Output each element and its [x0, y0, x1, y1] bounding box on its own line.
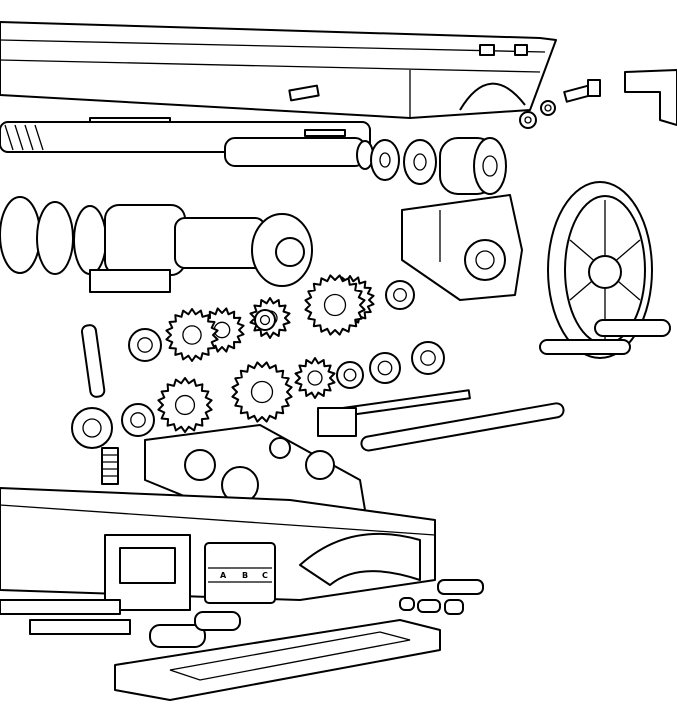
- gear-bore: [307, 370, 323, 386]
- collar: [336, 361, 364, 389]
- collar: [128, 328, 162, 362]
- gear: [157, 377, 213, 433]
- collar-bore: [259, 314, 271, 326]
- bracket-block: [401, 194, 523, 301]
- collar: [121, 403, 155, 437]
- collar-bore: [377, 360, 393, 376]
- handwheel: [539, 181, 671, 359]
- machine-table: [0, 21, 557, 125]
- collar-bore: [343, 368, 357, 382]
- collar-bore: [137, 337, 153, 353]
- gear-bore: [182, 325, 202, 345]
- gear-bore: [174, 394, 196, 416]
- collar-bore: [82, 418, 102, 438]
- shafts: [80, 324, 565, 485]
- instruction-plate: A B C: [208, 567, 272, 583]
- collar-bore: [420, 350, 436, 366]
- collar: [369, 352, 401, 384]
- gear: [294, 357, 336, 399]
- lead-screw: [0, 121, 374, 170]
- bushings: [370, 137, 507, 195]
- gears: [71, 274, 445, 449]
- gear-bore: [323, 293, 347, 317]
- collar: [254, 309, 276, 331]
- collar: [411, 341, 445, 375]
- collar-bore: [393, 288, 407, 302]
- collar: [71, 407, 113, 449]
- bolts: [288, 69, 677, 129]
- plate-label-c: C: [262, 571, 268, 580]
- gear-bore: [250, 380, 274, 404]
- collar-bore: [130, 412, 146, 428]
- plate-label-b: B: [242, 571, 248, 580]
- gear: [231, 361, 293, 423]
- gear: [304, 274, 366, 336]
- plate-label-a: A: [220, 571, 227, 580]
- collar: [385, 280, 415, 310]
- apron-base: [0, 487, 484, 701]
- gear: [165, 308, 219, 362]
- spindle-assembly: [0, 196, 313, 293]
